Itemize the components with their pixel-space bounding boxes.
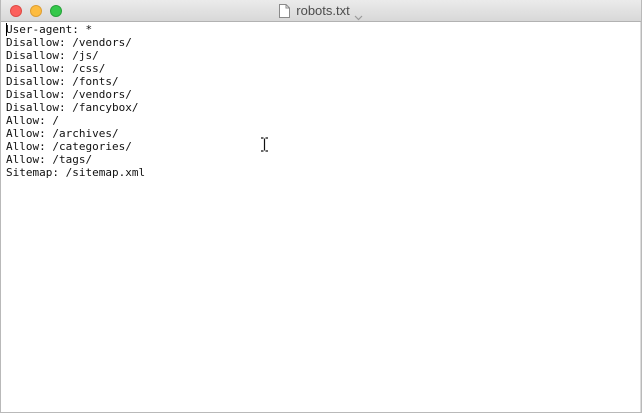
text-line: Disallow: /css/ <box>6 62 106 75</box>
text-line: User-agent: * <box>6 23 93 36</box>
text-line: Disallow: /vendors/ <box>6 36 132 49</box>
minimize-button[interactable] <box>30 5 42 17</box>
text-line: Disallow: /fancybox/ <box>6 101 139 114</box>
text-line: Allow: /tags/ <box>6 153 93 166</box>
ibeam-cursor-icon <box>260 137 269 152</box>
text-line: Disallow: /vendors/ <box>6 88 132 101</box>
document-icon <box>279 4 291 18</box>
text-line: Allow: /archives/ <box>6 127 119 140</box>
zoom-button[interactable] <box>50 5 62 17</box>
text-editor-area[interactable]: User-agent: * Disallow: /vendors/ Disall… <box>1 22 641 412</box>
close-button[interactable] <box>10 5 22 17</box>
text-line: Disallow: /js/ <box>6 49 99 62</box>
title-group: robots.txt <box>1 0 641 22</box>
title-bar[interactable]: robots.txt <box>1 0 641 22</box>
window-title[interactable]: robots.txt <box>296 3 350 18</box>
text-line: Allow: / <box>6 114 59 127</box>
scroll-edge <box>640 22 641 412</box>
chevron-down-icon[interactable] <box>354 8 363 21</box>
text-line: Disallow: /fonts/ <box>6 75 119 88</box>
text-line: Sitemap: /sitemap.xml <box>6 166 146 179</box>
text-line: Allow: /categories/ <box>6 140 132 153</box>
text-caret <box>6 23 7 36</box>
